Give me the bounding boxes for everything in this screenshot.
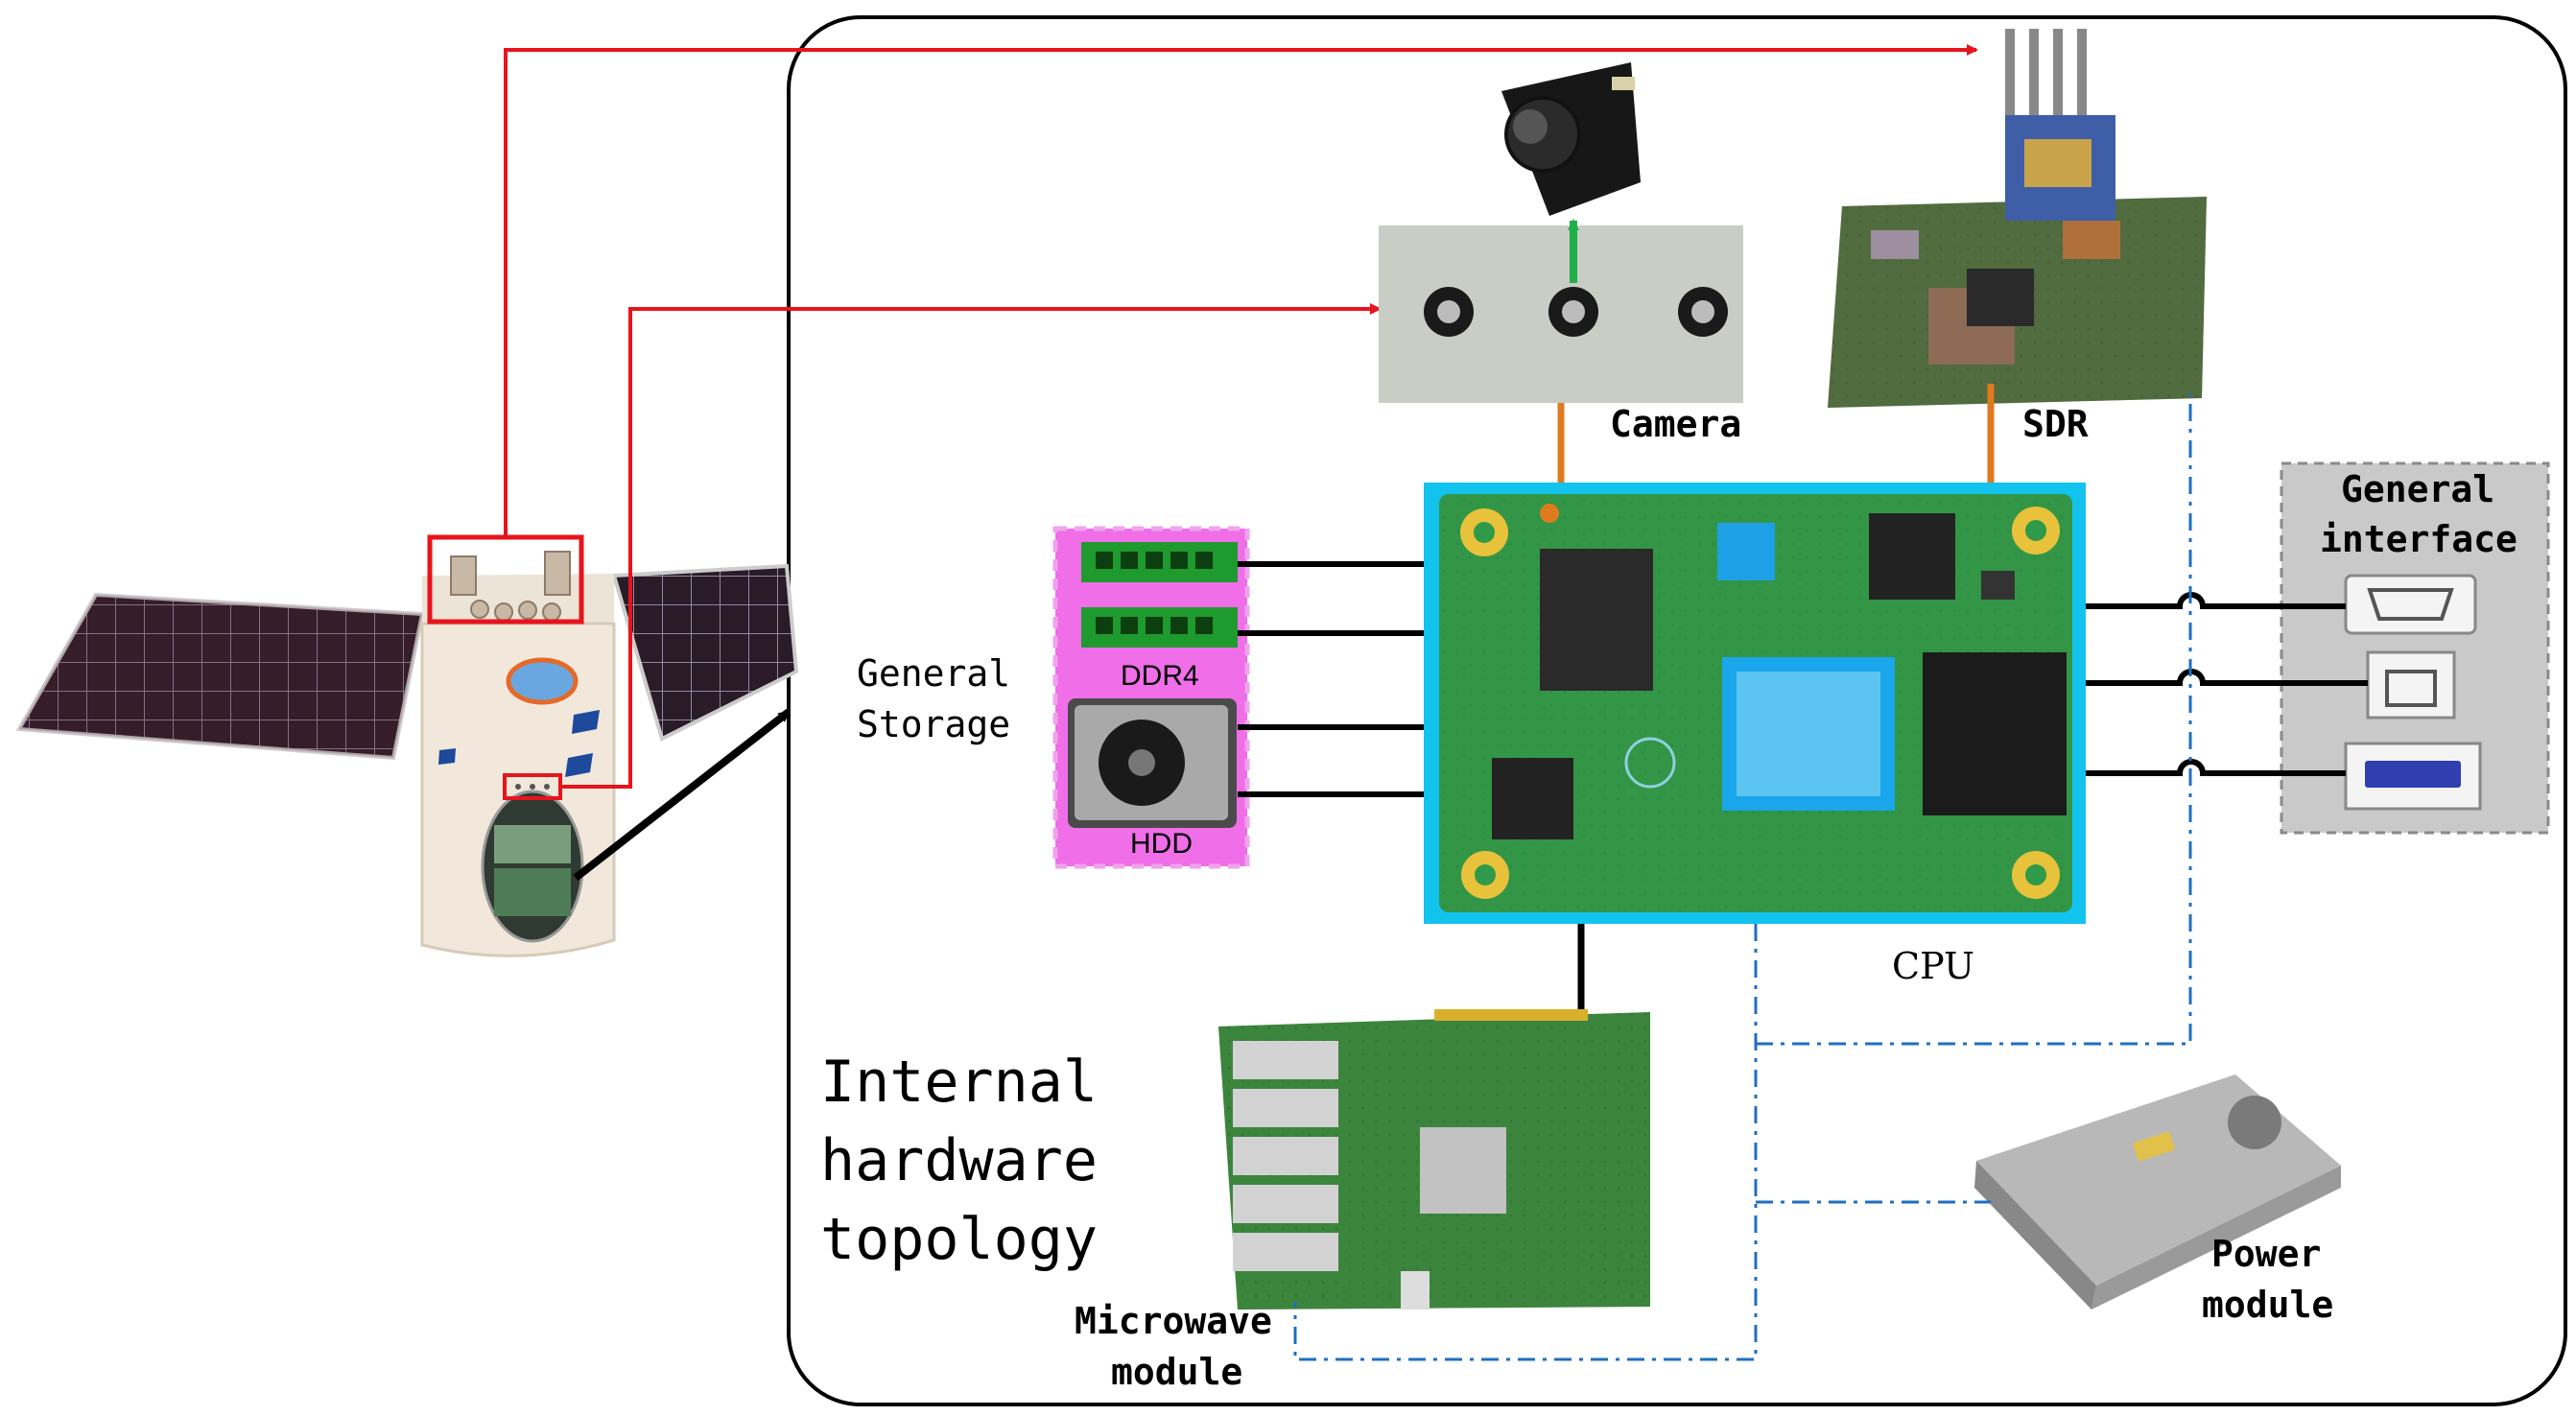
hdd-label: HDD [1130, 828, 1193, 860]
general-storage-label-line1: General [857, 652, 1011, 695]
satellite-to-hardware-arrow [573, 708, 792, 882]
general-interface-label-line1: General [2341, 468, 2495, 510]
power-supply-icon [1974, 1074, 2341, 1310]
satellite-station-icon [15, 551, 799, 957]
microwave-label-line2: module [1111, 1351, 1243, 1393]
vga-port-icon [2344, 574, 2477, 635]
microwave-label-line1: Microwave [1075, 1300, 1272, 1342]
internal-topology-label-line2: hardware [820, 1127, 1098, 1194]
storage-to-cpu-links [1238, 561, 1424, 797]
antenna-to-sdr-link [504, 44, 1978, 537]
internal-topology-label-line3: topology [820, 1206, 1098, 1273]
camera-label: Camera [1610, 403, 1742, 445]
compute-module-icon [1424, 483, 2086, 924]
hard-disk-icon [1068, 698, 1237, 828]
power-distribution-lines [1293, 393, 2192, 1361]
camera-lens-icon [1424, 287, 1728, 337]
sdr-board-icon [1828, 29, 2207, 408]
power-label-line1: Power [2211, 1233, 2322, 1275]
ddr4-label: DDR4 [1121, 660, 1199, 692]
general-storage-label-line2: Storage [857, 703, 1011, 745]
usb-port-icon [2344, 742, 2482, 811]
microwave-board-icon [1218, 1009, 1650, 1310]
ethernet-port-icon [2366, 650, 2456, 720]
general-interface-label-line2: interface [2320, 518, 2517, 560]
camera-module-icon [1501, 62, 1641, 216]
internal-topology-label-line1: Internal [820, 1049, 1098, 1116]
sdr-label: SDR [2022, 403, 2089, 445]
ram-stick-icon [1081, 542, 1238, 648]
power-label-line2: module [2202, 1284, 2334, 1326]
cpu-label: CPU [1892, 945, 1975, 987]
port-to-camera-link [560, 303, 1382, 789]
